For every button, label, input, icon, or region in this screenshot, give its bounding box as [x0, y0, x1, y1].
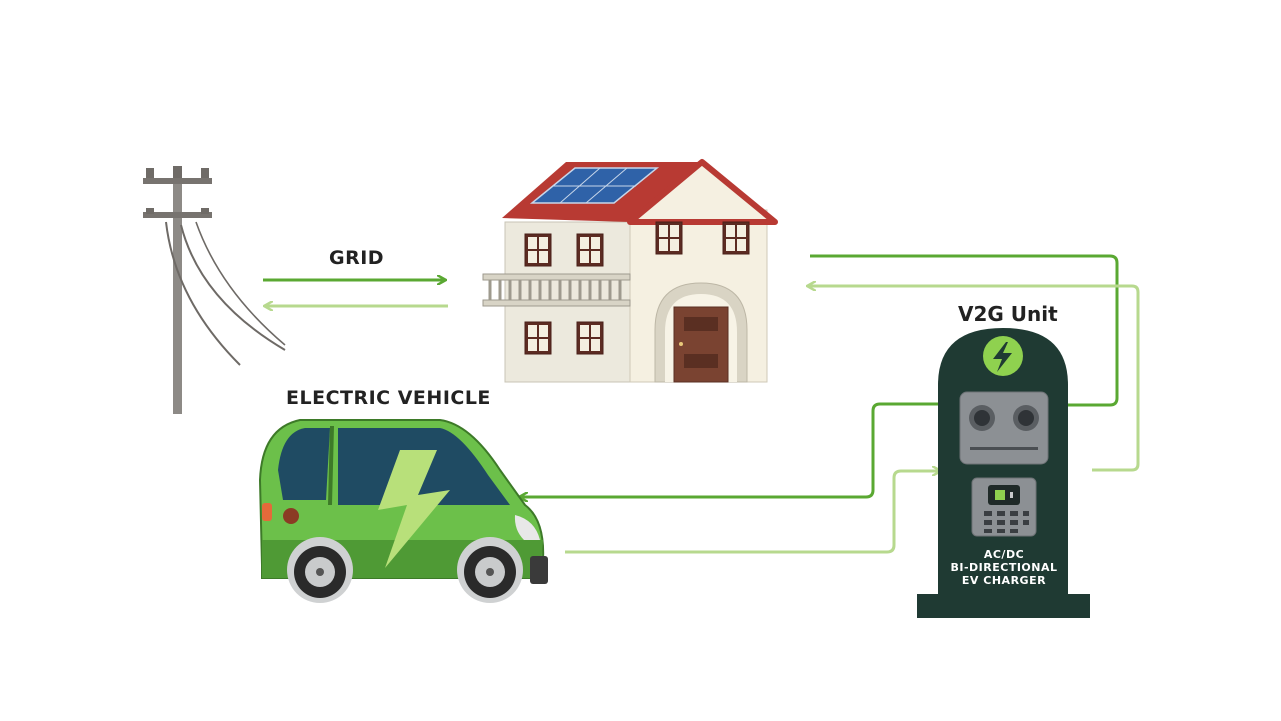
charger-to-car-arrow [520, 402, 938, 497]
electric-car-icon [258, 419, 548, 603]
grid-label: GRID [329, 247, 385, 269]
car-lightning-bolt-icon [378, 450, 450, 568]
charger-to-house-arrow [808, 286, 1140, 472]
house-with-solar-panel-icon [482, 159, 778, 383]
charger-text-line2: BI-DIRECTIONAL [950, 561, 1058, 574]
charger-text-line1: AC/DC [983, 548, 1025, 561]
v2g-charger-icon [917, 328, 1090, 618]
utility-pole-icon [143, 166, 286, 414]
electric-vehicle-label: ELECTRIC VEHICLE [286, 387, 491, 409]
v2g-unit-label: V2G Unit [958, 302, 1058, 326]
charger-text-line3: EV CHARGER [961, 574, 1047, 587]
house-charger-line-dark [810, 254, 1119, 407]
car-to-charger-arrow [565, 471, 940, 554]
